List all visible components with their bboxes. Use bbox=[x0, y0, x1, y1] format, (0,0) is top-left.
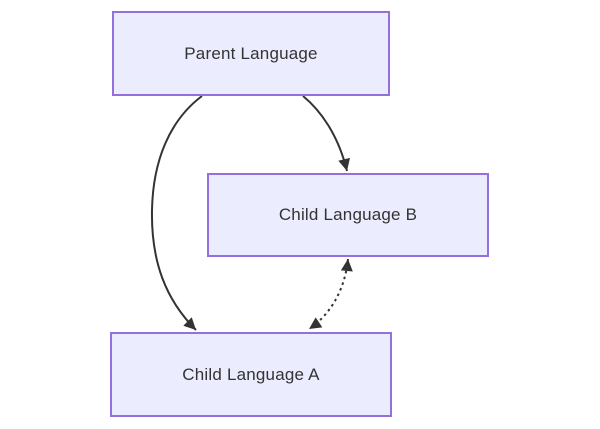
edge-childB-to-childA-dashed bbox=[308, 258, 353, 330]
node-child-language-b-label: Child Language B bbox=[278, 205, 418, 224]
edge-parent-to-childA bbox=[150, 95, 203, 331]
node-parent-language: Parent Language bbox=[112, 11, 390, 96]
node-child-language-a-label: Child Language A bbox=[182, 364, 320, 384]
edge-parent-to-childB bbox=[302, 95, 350, 172]
node-child-language-b: Child Language B bbox=[207, 173, 489, 257]
node-child-language-a: Child Language A bbox=[110, 332, 392, 417]
node-parent-language-label: Parent Language bbox=[184, 43, 318, 63]
